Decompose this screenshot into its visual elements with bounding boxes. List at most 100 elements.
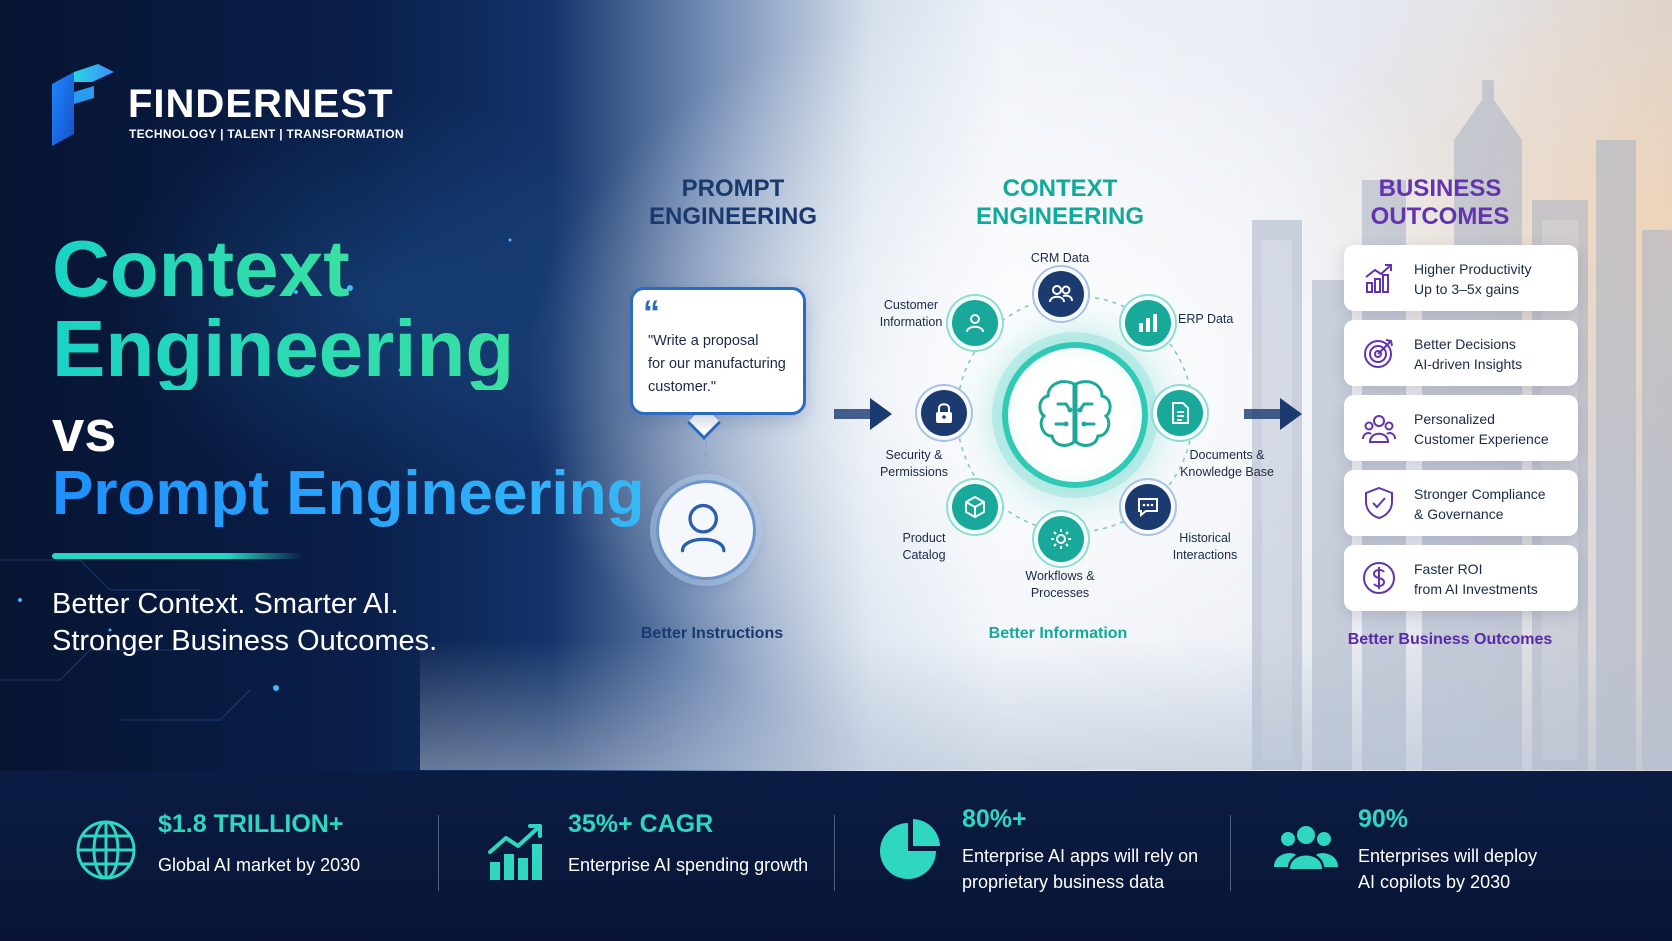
- headline-prompt-engineering: Prompt Engineering: [52, 459, 645, 528]
- document-icon: [1172, 402, 1189, 424]
- ai-brain-hub: [1002, 342, 1148, 488]
- findernest-f-logo-icon: [52, 64, 114, 146]
- stat-label: Enterprises will deploy AI copilots by 2…: [1358, 843, 1537, 895]
- label-line: Processes: [1030, 586, 1090, 600]
- growth-chart-icon: [1365, 264, 1392, 293]
- outcome-title: Stronger Compliance: [1414, 486, 1546, 502]
- stat-divider: [438, 815, 439, 891]
- historical-interactions-node: [1125, 484, 1171, 530]
- headline-vs: vs: [52, 399, 117, 464]
- business-outcomes-title: BUSINESS OUTCOMES: [1340, 175, 1540, 231]
- subtitle-tagline: Better Context. Smarter AI. Stronger Bus…: [52, 586, 437, 660]
- brain-circuit-icon: [1038, 380, 1112, 447]
- quote-icon: “: [643, 294, 660, 332]
- label-line: Documents &: [1189, 448, 1265, 462]
- outcome-title: Better Decisions: [1414, 336, 1516, 352]
- better-information-label: Better Information: [988, 625, 1128, 642]
- outcome-detail: from AI Investments: [1414, 581, 1538, 597]
- outcome-text: Faster ROI from AI Investments: [1414, 559, 1538, 599]
- crm-data-label: CRM Data: [1030, 251, 1090, 265]
- bubble-connector: [705, 440, 707, 500]
- stat-proprietary-data: 80%+ Enterprise AI apps will rely on pro…: [878, 805, 1238, 905]
- outcome-detail: Customer Experience: [1414, 431, 1549, 447]
- chat-icon: [1138, 498, 1158, 518]
- floor-reflection: [420, 640, 1672, 770]
- stat-cagr: 35%+ CAGR Enterprise AI spending growth: [486, 810, 826, 910]
- outcome-text: Higher Productivity Up to 3–5x gains: [1414, 259, 1532, 299]
- label-line: Product: [902, 531, 946, 545]
- outcome-detail: & Governance: [1414, 506, 1504, 522]
- label-line: Historical: [1179, 531, 1231, 545]
- headline-underline: [52, 553, 302, 559]
- stat-divider: [834, 815, 835, 891]
- globe-icon: [76, 820, 136, 880]
- better-business-outcomes-label: Better Business Outcomes: [1347, 631, 1553, 648]
- stat-label-line: Enterprise AI spending growth: [568, 855, 809, 875]
- outcome-card-personalized: Personalized Customer Experience: [1344, 395, 1578, 461]
- crm-data-node: [1038, 271, 1084, 317]
- prompt-speech-bubble: [630, 287, 806, 415]
- label-line: Catalog: [902, 548, 946, 562]
- documents-label: Documents & Knowledge Base: [1172, 447, 1282, 481]
- dollar-icon: [1363, 562, 1395, 594]
- headline-engineering: Engineering: [52, 304, 515, 393]
- stat-value: 35%+ CAGR: [568, 810, 714, 838]
- erp-data-node: [1125, 300, 1171, 346]
- better-instructions-label: Better Instructions: [640, 625, 784, 642]
- circuit-dots-decoration: [0, 238, 512, 721]
- stat-label-line: Enterprises will deploy: [1358, 846, 1538, 866]
- context-engineering-title: CONTEXT ENGINEERING: [960, 175, 1160, 231]
- stat-label-line: AI copilots by 2030: [1358, 872, 1511, 892]
- user-icon: [680, 503, 726, 553]
- workflows-label: Workflows & Processes: [1010, 568, 1110, 602]
- title-line: CONTEXT: [1002, 175, 1118, 202]
- outcome-card-productivity: Higher Productivity Up to 3–5x gains: [1344, 245, 1578, 311]
- security-label: Security & Permissions: [866, 447, 962, 481]
- headline-context: Context: [52, 224, 350, 313]
- product-catalog-label: Product Catalog: [880, 530, 968, 564]
- stat-label-line: proprietary business data: [962, 872, 1165, 892]
- stat-label: Global AI market by 2030: [158, 852, 360, 878]
- outcome-title: Higher Productivity: [1414, 261, 1532, 277]
- historical-interactions-label: Historical Interactions: [1160, 530, 1250, 564]
- bar-chart-icon: [1139, 314, 1157, 332]
- stat-copilots: 90% Enterprises will deploy AI copilots …: [1274, 805, 1614, 905]
- stat-label: Enterprise AI spending growth: [568, 852, 808, 878]
- product-catalog-node: [952, 484, 998, 530]
- customer-information-node: [952, 300, 998, 346]
- label-line: Customer: [883, 298, 939, 312]
- gear-icon: [1051, 529, 1071, 549]
- title-line: ENGINEERING: [648, 203, 818, 230]
- outcome-detail: Up to 3–5x gains: [1414, 281, 1520, 297]
- security-node: [921, 390, 967, 436]
- cube-icon: [965, 496, 985, 518]
- outcome-text: Personalized Customer Experience: [1414, 409, 1549, 449]
- label-line: Security &: [885, 448, 943, 462]
- outcome-text: Stronger Compliance & Governance: [1414, 484, 1546, 524]
- label-line: Information: [879, 315, 943, 329]
- tagline-line-1: Better Context. Smarter AI.: [52, 588, 399, 620]
- brand-name: FINDERNEST: [128, 82, 394, 126]
- arrow-right-icon: [834, 398, 892, 430]
- title-line: ENGINEERING: [975, 203, 1145, 230]
- prompt-example-text: "Write a proposal for our manufacturing …: [648, 330, 804, 399]
- stat-ai-market: $1.8 TRILLION+ Global AI market by 2030: [74, 810, 434, 910]
- target-icon: [1364, 339, 1393, 368]
- title-line: OUTCOMES: [1370, 203, 1510, 230]
- findernest-logo: FINDERNEST TECHNOLOGY | TALENT | TRANSFO…: [52, 64, 412, 148]
- team-icon: [1274, 826, 1338, 869]
- outcome-detail: AI-driven Insights: [1414, 356, 1523, 372]
- stat-label: Enterprise AI apps will rely on propriet…: [962, 843, 1198, 895]
- brand-tagline: TECHNOLOGY | TALENT | TRANSFORMATION: [129, 127, 404, 141]
- stat-label-line: Enterprise AI apps will rely on: [962, 846, 1199, 866]
- outcome-card-compliance: Stronger Compliance & Governance: [1344, 470, 1578, 536]
- prompt-engineering-title: PROMPT ENGINEERING: [640, 175, 826, 231]
- stat-value: 90%: [1358, 805, 1409, 833]
- title-line: BUSINESS: [1378, 175, 1502, 202]
- outcome-card-roi: Faster ROI from AI Investments: [1344, 545, 1578, 611]
- label-line: Permissions: [879, 465, 949, 479]
- label-line: Knowledge Base: [1180, 465, 1274, 479]
- documents-node: [1157, 390, 1203, 436]
- person-icon: [966, 314, 984, 333]
